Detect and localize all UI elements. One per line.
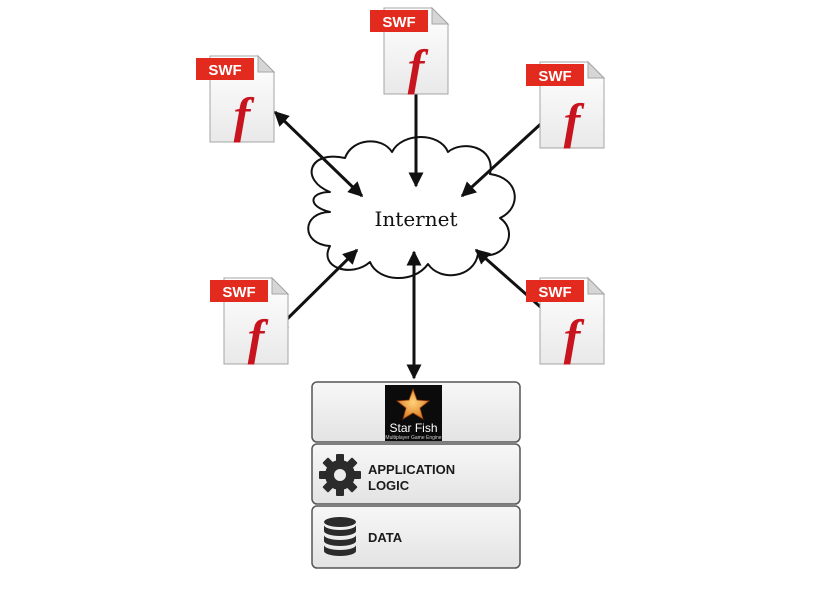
data-panel: [311, 505, 521, 569]
swf-label: SWF: [208, 62, 241, 79]
swf-tab: [196, 58, 254, 80]
logo-subtitle: Multiplayer Game Engine: [385, 435, 441, 441]
swf-tab: [370, 10, 428, 32]
swf-file-top: SWF f: [370, 6, 450, 95]
swf-label: SWF: [382, 14, 415, 31]
flash-icon: f: [408, 39, 429, 95]
swf-tab: [526, 280, 584, 302]
server-stack: Star Fish Multiplayer Game Engine APPLIC…: [311, 381, 521, 569]
swf-file-top-right: SWF f: [526, 60, 606, 149]
data-label: DATA: [368, 530, 403, 545]
swf-file-top-left: SWF f: [196, 54, 276, 143]
application-logic-panel: [311, 443, 521, 505]
flash-icon: f: [564, 309, 585, 365]
swf-label: SWF: [222, 284, 255, 301]
starfish-logo: Star Fish Multiplayer Game Engine: [385, 385, 442, 441]
swf-file-bottom-left: SWF f: [210, 276, 290, 365]
flash-icon: f: [248, 309, 269, 365]
flash-icon: f: [564, 93, 585, 149]
application-label-line2: LOGIC: [368, 478, 410, 493]
gear-icon: [319, 454, 361, 496]
arrow-top-left: [273, 110, 364, 198]
application-label-line1: APPLICATION: [368, 462, 455, 477]
flash-icon: f: [234, 87, 255, 143]
swf-label: SWF: [538, 284, 571, 301]
database-icon: [324, 517, 356, 556]
swf-label: SWF: [538, 68, 571, 85]
swf-file-bottom-right: SWF f: [526, 276, 606, 365]
starfish-icon: [395, 387, 431, 420]
cloud-label: Internet: [375, 207, 458, 231]
swf-tab: [526, 64, 584, 86]
swf-tab: [210, 280, 268, 302]
logo-title: Star Fish: [389, 421, 437, 435]
